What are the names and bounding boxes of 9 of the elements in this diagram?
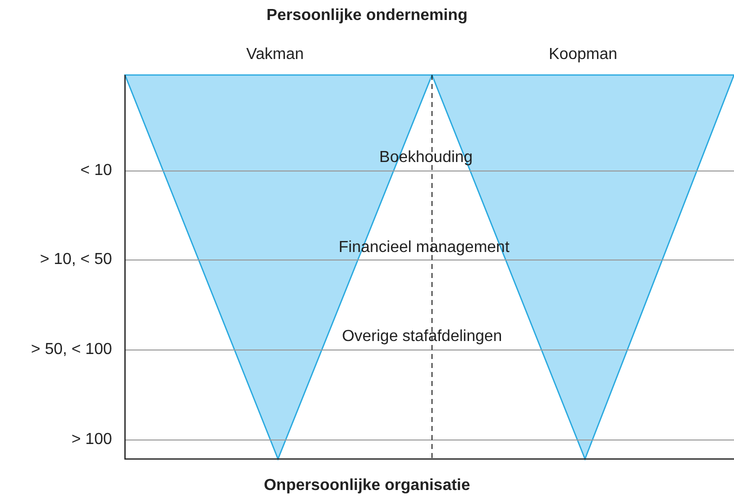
- column-heading: Vakman: [246, 45, 304, 65]
- column-heading: Koopman: [548, 45, 618, 65]
- axis-label: > 50, < 100: [31, 340, 112, 360]
- axis-label: > 100: [72, 430, 112, 450]
- chart-title: Persoonlijke onderneming: [266, 6, 468, 26]
- axis-label: > 10, < 50: [40, 250, 112, 270]
- band-label: Overige stafafdelingen: [342, 327, 502, 347]
- chart-caption: Onpersoonlijke organisatie: [264, 476, 470, 496]
- axis-label: < 10: [80, 161, 112, 181]
